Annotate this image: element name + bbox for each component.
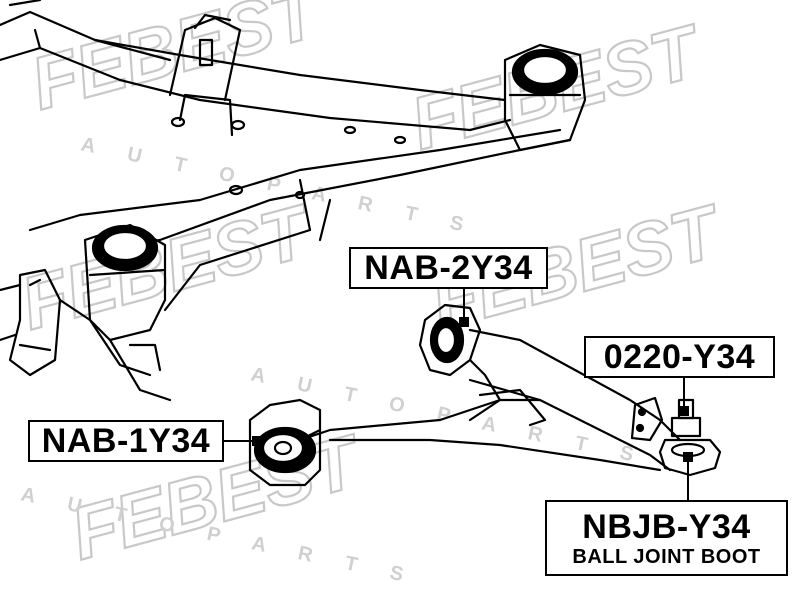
subframe: [0, 0, 587, 402]
part-label-0220-y34[interactable]: 0220-Y34: [584, 336, 775, 378]
lower-arm: [248, 303, 722, 487]
part-number: NAB-2Y34: [364, 248, 533, 287]
part-label-nab-1y34[interactable]: NAB-1Y34: [28, 420, 224, 462]
part-label-nbjb-y34[interactable]: NBJB-Y34 BALL JOINT BOOT: [545, 500, 788, 576]
leader-markers: [252, 317, 693, 462]
part-label-nab-2y34[interactable]: NAB-2Y34: [349, 247, 548, 289]
part-number: 0220-Y34: [603, 337, 756, 376]
part-description: BALL JOINT BOOT: [572, 546, 761, 568]
part-number: NBJB-Y34: [582, 508, 751, 546]
part-number: NAB-1Y34: [41, 421, 211, 460]
leader-lines: [224, 289, 689, 500]
